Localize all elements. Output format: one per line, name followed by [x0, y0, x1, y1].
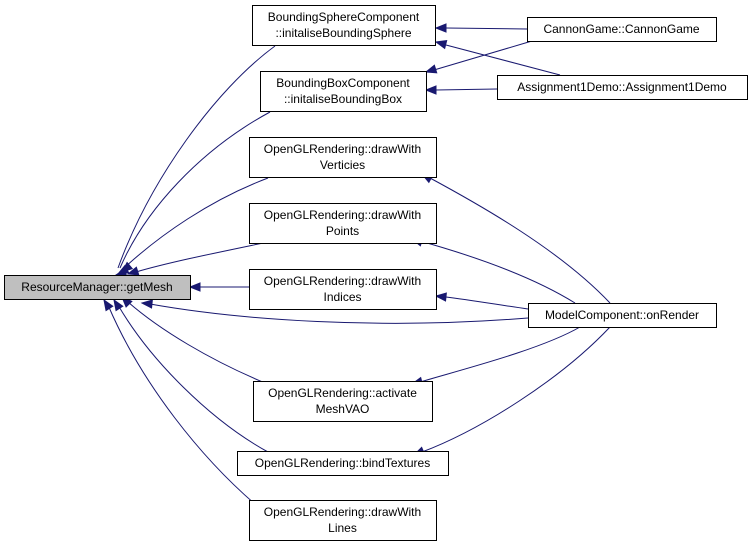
- node-label-model-line-0: ModelComponent::onRender: [545, 308, 699, 322]
- arrowhead-indices-to-getMesh: [188, 282, 201, 292]
- node-bindtex[interactable]: OpenGLRendering::bindTextures: [237, 451, 449, 476]
- node-box-indices[interactable]: [249, 269, 437, 310]
- edge-vao-to-getMesh: [127, 301, 266, 384]
- edge-bsphere-to-getMesh: [117, 45, 276, 269]
- node-cannon[interactable]: CannonGame::CannonGame: [527, 17, 717, 42]
- arrowhead-verts-to-getMesh: [120, 261, 134, 273]
- arrowhead-cannon-to-bsphere: [434, 23, 447, 33]
- node-label-assign-line-0: Assignment1Demo::Assignment1Demo: [517, 80, 727, 94]
- node-box-points[interactable]: [249, 203, 437, 244]
- arrowhead-model-to-indices: [434, 292, 447, 302]
- edge-lines-to-getMesh: [107, 304, 269, 516]
- nodes-layer: ResourceManager::getMesh BoundingSphereCo…: [4, 5, 748, 541]
- node-label-indices-line-1: Indices: [323, 290, 361, 304]
- arrowhead-points-to-getMesh: [126, 266, 140, 276]
- edge-model-to-indices: [445, 296, 529, 310]
- node-label-lines-line-1: Lines: [328, 521, 357, 535]
- edge-model-to-getMesh: [149, 303, 529, 324]
- edge-model-to-verts: [429, 177, 611, 304]
- node-label-cannon-line-0: CannonGame::CannonGame: [543, 22, 699, 36]
- edge-verts-to-getMesh: [123, 177, 269, 269]
- node-box-getMesh[interactable]: [4, 275, 191, 300]
- edge-cannon-to-bsphere: [445, 27, 528, 30]
- node-box-bsphere[interactable]: [252, 5, 436, 46]
- node-bsphere[interactable]: BoundingSphereComponent::initaliseBoundi…: [252, 5, 436, 46]
- node-box-verts[interactable]: [249, 137, 437, 178]
- edge-bindtex-to-getMesh: [117, 304, 269, 453]
- arrowhead-assign-to-bbox: [424, 85, 437, 95]
- edges-layer: [103, 23, 611, 516]
- arrowhead-assign-to-bsphere: [434, 40, 448, 50]
- arrowhead-lines-to-getMesh: [103, 298, 114, 312]
- edge-cannon-to-bbox: [433, 40, 533, 71]
- node-label-vao-line-1: MeshVAO: [316, 402, 370, 416]
- node-label-bsphere-line-1: ::initaliseBoundingSphere: [275, 26, 411, 40]
- node-model[interactable]: ModelComponent::onRender: [528, 303, 717, 328]
- arrowhead-model-to-getMesh: [140, 299, 153, 309]
- node-box-model[interactable]: [528, 303, 717, 328]
- node-label-getMesh-line-0: ResourceManager::getMesh: [21, 280, 172, 294]
- node-label-bsphere-line-0: BoundingSphereComponent: [268, 10, 420, 24]
- edge-points-to-getMesh: [135, 241, 269, 273]
- arrowhead-cannon-to-bbox: [424, 64, 438, 74]
- node-label-bbox-line-1: ::initaliseBoundingBox: [284, 92, 402, 106]
- node-label-lines-line-0: OpenGLRendering::drawWith: [264, 505, 421, 519]
- node-label-verts-line-0: OpenGLRendering::drawWith: [264, 142, 421, 156]
- node-box-vao[interactable]: [253, 381, 433, 422]
- node-box-bindtex[interactable]: [237, 451, 449, 476]
- edge-model-to-points: [419, 240, 576, 304]
- edge-model-to-bindtex: [421, 326, 611, 453]
- edge-assign-to-bbox: [435, 88, 498, 91]
- node-label-indices-line-0: OpenGLRendering::drawWith: [264, 274, 421, 288]
- node-label-bindtex-line-0: OpenGLRendering::bindTextures: [255, 456, 430, 470]
- node-box-lines[interactable]: [249, 500, 437, 541]
- node-box-bbox[interactable]: [260, 71, 427, 112]
- node-label-points-line-1: Points: [326, 224, 359, 238]
- node-box-cannon[interactable]: [527, 17, 717, 42]
- node-getMesh[interactable]: ResourceManager::getMesh: [4, 275, 191, 300]
- node-label-bbox-line-0: BoundingBoxComponent: [276, 76, 410, 90]
- edge-model-to-vao: [419, 326, 581, 383]
- node-label-points-line-0: OpenGLRendering::drawWith: [264, 208, 421, 222]
- node-bbox[interactable]: BoundingBoxComponent::initaliseBoundingB…: [260, 71, 427, 112]
- node-box-assign[interactable]: [497, 75, 748, 100]
- arrowhead-bindtex-to-getMesh: [113, 298, 124, 312]
- node-assign[interactable]: Assignment1Demo::Assignment1Demo: [497, 75, 748, 100]
- node-label-vao-line-0: OpenGLRendering::activate: [268, 386, 417, 400]
- edge-assign-to-bsphere: [445, 44, 561, 76]
- node-label-verts-line-1: Verticies: [320, 158, 365, 172]
- edge-bbox-to-getMesh: [119, 111, 271, 269]
